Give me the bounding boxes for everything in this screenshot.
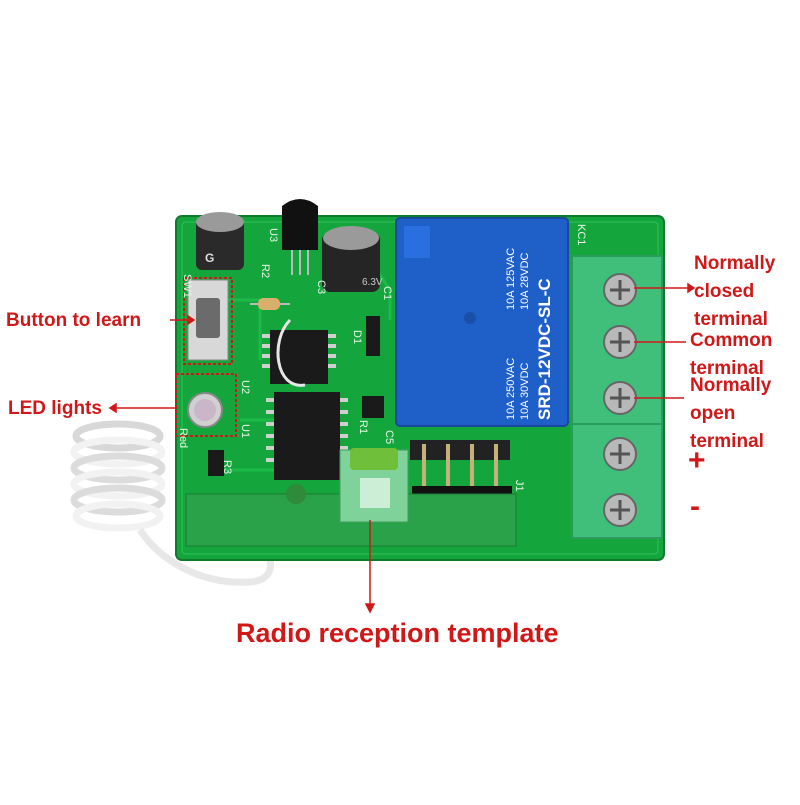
label-plus: + bbox=[688, 444, 706, 477]
label-normally-closed: Normally closed terminal bbox=[694, 253, 776, 330]
label-radio-reception: Radio reception template bbox=[236, 618, 559, 648]
relay-line-3: 10A 30VDC bbox=[519, 362, 531, 420]
silk-c1: C1 bbox=[381, 286, 393, 300]
silk-kc1: KC1 bbox=[575, 224, 587, 245]
silk-c3: C3 bbox=[315, 280, 327, 294]
label-minus: - bbox=[690, 490, 700, 523]
silk-d1: D1 bbox=[351, 330, 363, 344]
resistor-r2 bbox=[250, 298, 290, 310]
silk-u2: U2 bbox=[239, 380, 251, 394]
silk-j1: J1 bbox=[513, 480, 525, 492]
terminal-block bbox=[571, 255, 663, 539]
silk-r2: R2 bbox=[259, 264, 271, 278]
callout-arrows bbox=[108, 282, 696, 614]
silk-c5: C5 bbox=[383, 430, 395, 444]
label-button-to-learn: Button to learn bbox=[6, 310, 142, 331]
relay-line-1: 10A 250VAC bbox=[505, 358, 517, 420]
label-normally-open: Normally open terminal bbox=[690, 375, 772, 452]
silk-r1: R1 bbox=[357, 420, 369, 434]
radio-module bbox=[185, 448, 517, 547]
silk-r3: R3 bbox=[221, 460, 233, 474]
voltage-regulator bbox=[282, 199, 318, 275]
silk-sw1: SW1 bbox=[181, 274, 193, 298]
svg-text:6.3V: 6.3V bbox=[362, 277, 383, 288]
svg-text:G: G bbox=[205, 251, 214, 265]
relay-model: SRD-12VDC-SL-C bbox=[535, 278, 554, 420]
relay: 10A 250VAC 10A 125VAC 10A 30VDC 10A 28VD… bbox=[395, 217, 569, 427]
ic-u1 bbox=[266, 392, 348, 480]
label-common: Common terminal bbox=[690, 330, 773, 379]
silk-u3: U3 bbox=[267, 228, 279, 242]
silk-red: Red bbox=[177, 428, 189, 448]
label-led-lights: LED lights bbox=[8, 398, 102, 419]
ic-u2 bbox=[262, 330, 336, 384]
capacitor-left: G bbox=[196, 212, 244, 270]
antenna-coil bbox=[70, 420, 275, 586]
silk-u1: U1 bbox=[239, 424, 251, 438]
relay-line-4: 10A 28VDC bbox=[519, 252, 531, 310]
relay-line-2: 10A 125VAC bbox=[505, 248, 517, 310]
led-indicator bbox=[175, 373, 237, 437]
capacitor-right: 6.3V bbox=[322, 226, 383, 292]
